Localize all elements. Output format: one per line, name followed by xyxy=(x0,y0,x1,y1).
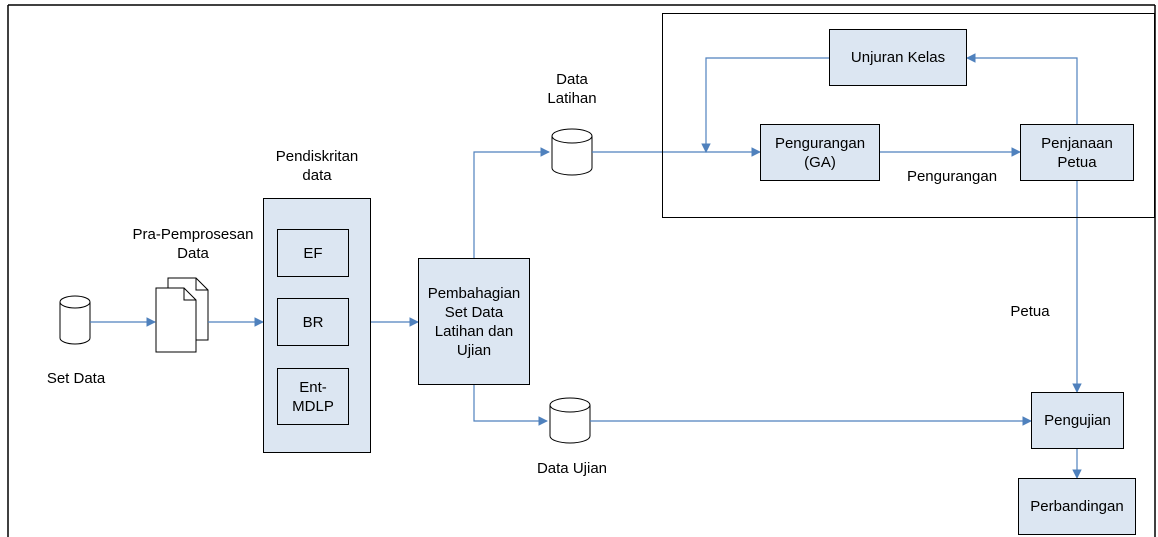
ent-mdlp-box: Ent- MDLP xyxy=(277,368,349,425)
perbandingan-box: Perbandingan xyxy=(1018,478,1136,535)
data-ujian-label: Data Ujian xyxy=(536,460,608,477)
arrow-pembahagian-to-datalatihan xyxy=(473,147,550,258)
data-ujian-cylinder-icon xyxy=(549,397,591,444)
data-latihan-cylinder-icon xyxy=(551,128,593,176)
br-box: BR xyxy=(277,298,349,346)
ef-box: EF xyxy=(277,229,349,277)
pengurangan-ga-box: Pengurangan (GA) xyxy=(760,124,880,181)
reduction-subsystem-frame xyxy=(662,13,1155,218)
arrow-penjanaan-to-unjuran xyxy=(966,53,1078,124)
documents-icon xyxy=(155,277,209,353)
penjanaan-petua-box: Penjanaan Petua xyxy=(1020,124,1134,181)
data-latihan-label: Data Latihan xyxy=(547,71,597,107)
pembahagian-box: Pembahagian Set Data Latihan dan Ujian xyxy=(418,258,530,385)
set-data-label: Set Data xyxy=(46,370,106,387)
pendiskritan-label: Pendiskritan data xyxy=(275,148,359,184)
arrow-unjuran-to-pengurangan-loop xyxy=(701,57,829,153)
pengujian-box: Pengujian xyxy=(1031,392,1124,449)
petua-edge-label: Petua xyxy=(1010,303,1050,320)
unjuran-kelas-box: Unjuran Kelas xyxy=(829,29,967,86)
set-data-cylinder-icon xyxy=(59,295,91,345)
pengurangan-edge-label: Pengurangan xyxy=(906,168,998,185)
pra-pemprosesan-label: Pra-Pemprosesan Data xyxy=(132,226,254,262)
arrow-pembahagian-to-dataujian xyxy=(473,385,548,426)
